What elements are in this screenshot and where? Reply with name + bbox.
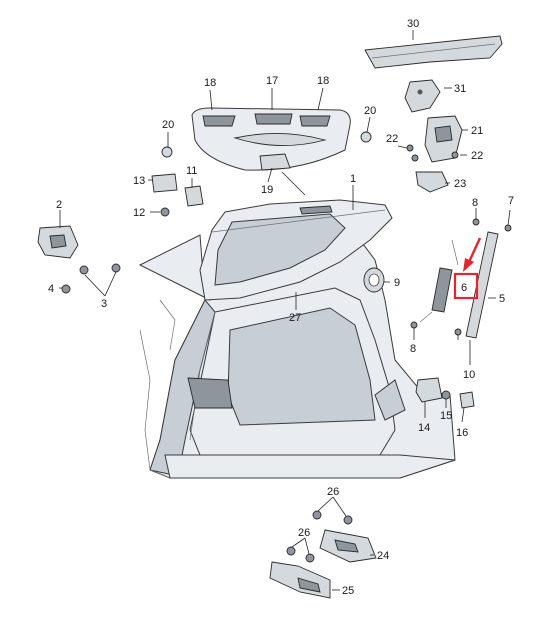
part-label-12: 12 [133,207,145,219]
striker-23 [415,171,449,193]
lock-21 [406,115,463,163]
hinge-2 [37,225,121,294]
spoiler [364,35,503,69]
part-labels: 30 31 18 17 18 20 20 21 22 22 23 19 1 13… [48,18,514,597]
part-label-27: 27 [289,312,301,324]
part-label-13: 13 [133,175,145,187]
part-label-26-top: 26 [327,486,339,498]
part-label-2: 2 [56,199,62,211]
part-label-15: 15 [440,410,452,422]
lower-assembly [269,510,377,599]
part-label-17: 17 [266,75,278,87]
part-label-22-left: 22 [386,133,398,145]
part-label-26-bottom: 26 [298,527,310,539]
part-label-20-left: 20 [162,119,174,131]
roof-trim-panel [191,107,351,171]
highlight-part-6 [453,237,482,300]
part-label-22-right: 22 [471,150,483,162]
part-label-25: 25 [342,585,354,597]
part-label-8-top: 8 [472,197,478,209]
part-label-6: 6 [461,282,467,294]
part-label-21: 21 [471,125,483,137]
part-label-16: 16 [456,427,468,439]
gas-struts [410,218,512,339]
part-label-10: 10 [463,369,475,381]
tailgate-panel [199,199,393,301]
part-label-14: 14 [418,422,430,434]
part-label-5: 5 [499,293,505,305]
part-label-20-right: 20 [364,105,376,117]
part-label-3: 3 [101,298,107,310]
lower-latch-parts [415,377,475,409]
clips-20 [161,131,372,158]
part-label-8-bottom: 8 [410,343,416,355]
part-label-18-right: 18 [317,75,329,87]
part-label-30: 30 [407,18,419,30]
highlight-arrowhead [463,258,474,272]
part-label-31: 31 [454,83,466,95]
part-label-18-left: 18 [204,77,216,89]
grommet-9 [363,267,385,293]
part-label-11: 11 [186,165,197,177]
part-label-23: 23 [454,178,466,190]
highlight-box [453,272,479,300]
part-label-1: 1 [350,173,356,185]
small-parts-left [151,173,204,217]
part-label-24: 24 [377,550,389,562]
part-label-4: 4 [48,283,54,295]
bracket-31 [404,79,441,113]
part-label-9: 9 [394,277,400,289]
highlight-arrow [467,237,482,263]
part-label-7: 7 [508,195,514,207]
part-label-19: 19 [261,184,273,196]
leader-lines [59,30,511,591]
